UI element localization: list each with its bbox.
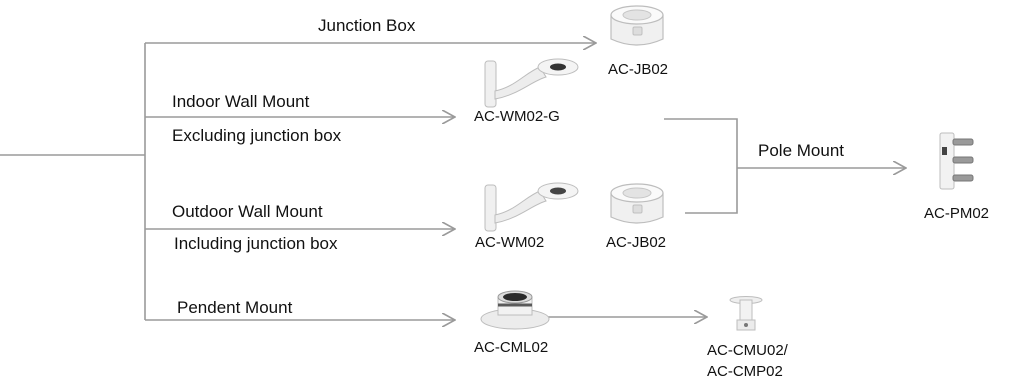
outdoor-wall-mount-image (484, 182, 579, 232)
product-code-jb-top: AC-JB02 (608, 61, 669, 78)
pole-mount-label: Pole Mount (758, 141, 844, 160)
ceiling-mount-image (729, 296, 763, 331)
junction-box-label: Junction Box (318, 16, 416, 35)
indoor-wall-mount-image (484, 58, 579, 108)
outdoor-note-label: Including junction box (174, 234, 338, 253)
product-code-wm-indoor: AC-WM02-G (474, 108, 560, 125)
product-code-cml: AC-CML02 (474, 339, 549, 356)
pole-mount-image (939, 132, 974, 190)
outdoor-wall-mount-label: Outdoor Wall Mount (172, 202, 323, 221)
junction-box-image (610, 5, 664, 46)
indoor-note-label: Excluding junction box (172, 126, 342, 145)
product-code-cmu: AC-CMU02/ (707, 342, 788, 359)
pole-merge-line (664, 118, 738, 214)
product-code-wm-outdoor: AC-WM02 (475, 234, 545, 251)
product-code-cmp: AC-CMP02 (707, 363, 783, 380)
pendent-mount-image (480, 290, 550, 330)
indoor-wall-mount-label: Indoor Wall Mount (172, 92, 310, 111)
outdoor-junction-box-image (610, 183, 664, 224)
product-code-pole: AC-PM02 (924, 205, 990, 222)
product-code-jb-outdoor: AC-JB02 (606, 234, 667, 251)
pendent-mount-label: Pendent Mount (177, 298, 293, 317)
